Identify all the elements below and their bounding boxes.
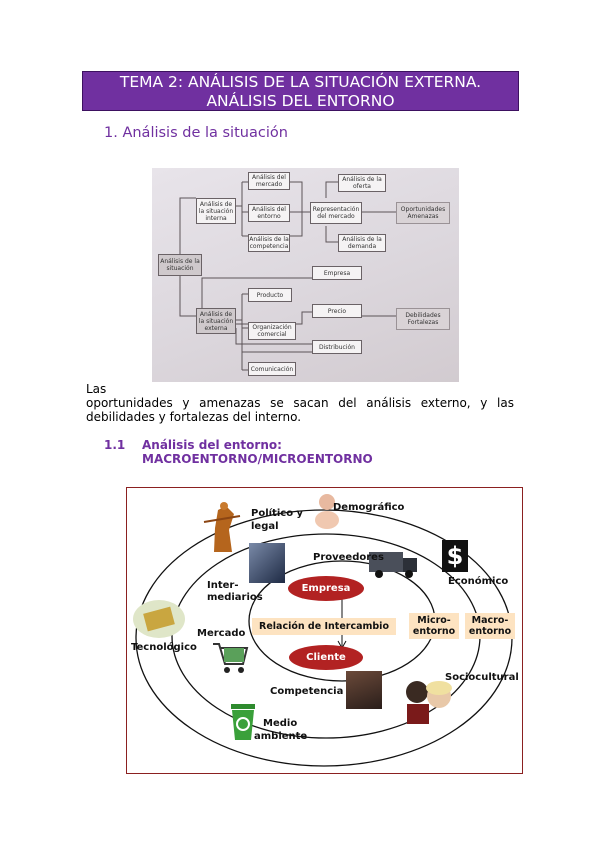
body-paragraph: Las oportunidades y amenazas se sacan de… — [86, 382, 514, 424]
internal-analysis-box: Análisis de la situación interna — [196, 198, 236, 224]
micro-label-1: Micro- — [417, 615, 451, 626]
ambiente-label: ambiente — [254, 731, 308, 742]
company-box: Empresa — [312, 266, 362, 280]
environment-analysis-box: Análisis del entorno — [248, 204, 290, 222]
relacion-box: Relación de Intercambio — [252, 618, 396, 635]
root-box: Análisis de la situación — [158, 254, 202, 276]
external-analysis-box: Análisis de la situación externa — [196, 308, 236, 334]
competition-image-icon — [346, 671, 382, 709]
commercial-org-box: Organización comercial — [248, 322, 296, 340]
communication-box: Comunicación — [248, 362, 296, 376]
justice-statue-icon — [203, 502, 241, 552]
macroentorno-box: Macro- entorno — [465, 613, 515, 639]
strengths-box: Debilidades Fortalezas — [396, 308, 450, 330]
opportunities-box: Oportunidades Amenazas — [396, 202, 450, 224]
truck-icon — [369, 552, 417, 578]
technology-chip-icon — [133, 600, 185, 638]
mercado-label: Mercado — [197, 628, 246, 639]
market-analysis-box: Análisis del mercado — [248, 172, 290, 190]
macro-label-1: Macro- — [471, 615, 509, 626]
market-representation-box: Representación del mercado — [310, 202, 362, 224]
paragraph-line-2: oportunidades y amenazas se sacan del an… — [86, 396, 514, 424]
intermediarios-label-2: mediarios — [207, 592, 263, 603]
demografico-label: Demográfico — [333, 502, 405, 513]
tecnologico-label: Tecnológico — [131, 642, 197, 653]
baby-icon — [315, 494, 339, 529]
paragraph-line-1: Las — [86, 382, 107, 396]
people-icon — [406, 681, 452, 724]
economico-label: Económico — [448, 576, 509, 587]
intermediarios-label-1: Inter- — [207, 580, 239, 591]
title-line-2: ANÁLISIS DEL ENTORNO — [206, 92, 395, 110]
micro-label-2: entorno — [412, 626, 456, 637]
title-line-1: TEMA 2: ANÁLISIS DE LA SITUACIÓN EXTERNA… — [119, 73, 482, 91]
competition-analysis-box: Análisis de la competencia — [248, 234, 290, 252]
dollar-icon: $ — [442, 540, 468, 572]
sociocultural-label: Sociocultural — [445, 672, 519, 683]
microentorno-box: Micro- entorno — [409, 613, 459, 639]
section-heading-1: 1. Análisis de la situación — [104, 125, 288, 141]
cliente-oval: Cliente — [289, 645, 363, 670]
politico-label: Político y — [251, 508, 304, 519]
section-title-line-2: MACROENTORNO/MICROENTORNO — [142, 452, 373, 466]
section-number: 1.1 — [104, 438, 126, 452]
recycle-bin-icon — [231, 704, 255, 740]
product-box: Producto — [248, 288, 292, 302]
demand-analysis-box: Análisis de la demanda — [338, 234, 386, 252]
section-title-line-1: Análisis del entorno: — [142, 438, 282, 452]
situation-analysis-diagram: Análisis de la situación Análisis de la … — [152, 168, 459, 382]
environment-diagram: $ Político y legal Demográfico Proveedor… — [126, 487, 523, 774]
product-analysis-box: Análisis de la oferta — [338, 174, 386, 192]
medio-label: Medio — [263, 718, 298, 729]
empresa-oval: Empresa — [288, 576, 364, 601]
handshake-image-icon — [249, 543, 285, 583]
legal-label: legal — [251, 521, 279, 532]
proveedores-label: Proveedores — [313, 552, 384, 563]
macro-label-2: entorno — [468, 626, 512, 637]
price-box: Precio — [312, 304, 362, 318]
competencia-label: Competencia — [270, 686, 344, 697]
page-title: TEMA 2: ANÁLISIS DE LA SITUACIÓN EXTERNA… — [82, 71, 519, 111]
shopping-cart-icon — [213, 643, 249, 673]
distribution-box: Distribución — [312, 340, 362, 354]
